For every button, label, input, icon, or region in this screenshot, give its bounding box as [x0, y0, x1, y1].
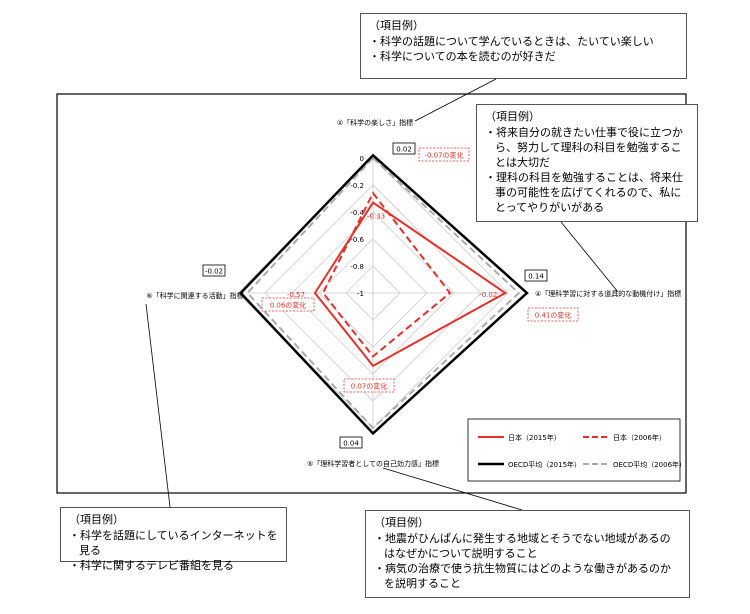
axis-label: ⑥「科学に関連する活動」指標	[146, 291, 243, 300]
oecd-value-label: 0.04	[343, 440, 359, 448]
callout-leader	[145, 303, 171, 508]
callout-item: 将来自分の就きたい仕事で役に立つから、努力して理科の科目を勉強することは大切だ	[485, 125, 689, 170]
callout-leader	[382, 467, 523, 511]
change-label-box	[527, 307, 579, 322]
oecd-value-label: 0.14	[528, 273, 544, 281]
change-label: 0.07の変化	[351, 382, 388, 391]
chart-frame	[56, 93, 687, 494]
callout-title: （項目例）	[69, 513, 124, 526]
change-label-box	[261, 297, 315, 312]
tick-label: -0.2	[350, 182, 364, 190]
callout-leader	[414, 78, 497, 122]
callout-title: （項目例）	[374, 516, 429, 529]
change-label: 0.06の変化	[270, 301, 307, 310]
oecd-value-label: -0.02	[205, 268, 223, 276]
change-label: -0.07の変化	[424, 151, 463, 160]
tick-label: -0.4	[350, 209, 364, 217]
data-label: -0.57	[287, 291, 305, 299]
oecd-value-label: 0.02	[396, 146, 412, 154]
series-lines	[238, 153, 529, 436]
callout-item: 科学に関するテレビ番組を見る	[69, 558, 278, 573]
tick-label: -0.6	[350, 236, 364, 244]
callout-bottom-right: （項目例） 地震がひんぱんに発生する地域とそうでない地域があるのはなぜかについて…	[365, 510, 690, 598]
legend-box	[467, 418, 681, 482]
callout-leader	[560, 221, 619, 293]
legend: 日本（2015年） 日本（2006年） OECD平均（2015年） OECD平均（20…	[467, 418, 686, 482]
tick-label: -1	[357, 290, 364, 298]
legend-label: OECD平均（2015年）	[508, 460, 581, 469]
callout-item: 地震がひんぱんに発生する地域とそうでない地域があるのはなぜかについて説明すること	[374, 531, 681, 561]
change-label: 0.41の変化	[535, 311, 572, 320]
legend-label: 日本（2015年）	[508, 433, 561, 442]
change-label-box	[343, 378, 395, 393]
radial-tick-labels: 0 -0.2 -0.4 -0.6 -0.8 -1	[350, 155, 364, 298]
data-label: -0.33	[367, 213, 385, 221]
oecd-value-box	[392, 142, 416, 155]
callout-right: （項目例） 将来自分の就きたい仕事で役に立つから、努力して理科の科目を勉強するこ…	[476, 104, 698, 222]
oecd-value-box	[202, 264, 226, 277]
axis-labels: ②「科学の楽しさ」指標 0.02 ④「理科学習に対する道具的な動機付け」指標 0.14…	[146, 118, 681, 468]
callout-item: 科学についての本を読むのが好きだ	[369, 49, 678, 64]
tick-label: -0.8	[350, 263, 364, 271]
data-label: -0.02	[479, 291, 497, 299]
callout-item: 理科の科目を勉強することは、将来仕事の可能性を広げてくれるので、私にとってやりが…	[485, 170, 689, 215]
callout-item: 科学の話題について学んでいるときは、たいてい楽しい	[369, 34, 678, 49]
series-polygon	[238, 153, 529, 436]
oecd-value-box	[339, 436, 363, 449]
series-polygon	[321, 191, 452, 358]
axis-label: ⑤「理科学習者としての自己効力感」指標	[307, 459, 439, 468]
legend-label: 日本（2006年）	[613, 433, 666, 442]
callout-leaders	[145, 78, 619, 511]
callout-item: 病気の治療で使う抗生物質にはどのような働きがあるのかを説明すること	[374, 561, 681, 591]
data-labels: -0.33-0.02-0.46-0.57-0.07の変化0.41の変化0.07の…	[261, 147, 579, 393]
tick-label: 0	[360, 155, 364, 163]
callout-title: （項目例）	[485, 110, 540, 123]
oecd-value-box	[524, 269, 548, 282]
callout-item: 科学を話題にしているインターネットを見る	[69, 528, 278, 558]
change-label-box	[418, 147, 470, 162]
callout-bottom-left: （項目例） 科学を話題にしているインターネットを見る 科学に関するテレビ番組を見…	[60, 507, 287, 572]
axis-label: ②「科学の楽しさ」指標	[337, 118, 413, 127]
axis-label: ④「理科学習に対する道具的な動機付け」指標	[535, 289, 681, 298]
legend-label: OECD平均（2006年）	[613, 460, 686, 469]
callout-title: （項目例）	[369, 19, 424, 32]
series-polygon	[246, 156, 521, 430]
callout-top: （項目例） 科学の話題について学んでいるときは、たいてい楽しい 科学についての本…	[360, 13, 687, 79]
series-polygon	[313, 201, 508, 368]
